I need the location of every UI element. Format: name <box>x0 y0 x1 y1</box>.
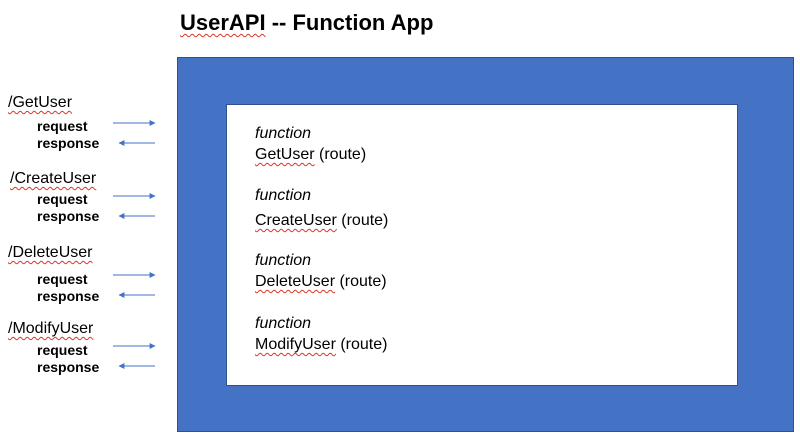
endpoint-route-modifyuser: /ModifyUser <box>8 320 94 337</box>
function-keyword: function <box>255 315 312 332</box>
request-label: request <box>37 342 88 358</box>
function-modifyuser: function ModifyUser (route) <box>255 313 387 355</box>
response-label: response <box>37 359 100 375</box>
function-route-suffix: (route) <box>335 273 387 290</box>
function-name: CreateUser <box>255 212 337 229</box>
function-signature: ModifyUser (route) <box>255 334 387 355</box>
endpoint-route-deleteuser: /DeleteUser <box>8 244 93 261</box>
function-keyword: function <box>255 187 312 204</box>
response-label: response <box>37 208 100 224</box>
response-label: response <box>37 135 100 151</box>
function-signature: GetUser (route) <box>255 144 366 165</box>
function-route-suffix: (route) <box>335 336 388 353</box>
function-name: DeleteUser <box>255 273 336 290</box>
function-signature: DeleteUser (route) <box>255 271 387 292</box>
function-getuser: function GetUser (route) <box>255 123 366 165</box>
function-createuser: function CreateUser (route) <box>255 185 388 231</box>
function-keyword: function <box>255 252 312 269</box>
function-name: ModifyUser <box>255 336 336 353</box>
function-route-suffix: (route) <box>314 146 367 163</box>
function-deleteuser: function DeleteUser (route) <box>255 250 387 292</box>
title-app-name: UserAPI <box>180 10 266 35</box>
function-signature: CreateUser (route) <box>255 210 388 231</box>
functions-container <box>226 104 738 386</box>
title-suffix: -- Function App <box>265 10 434 35</box>
function-name: GetUser <box>255 146 315 163</box>
function-keyword: function <box>255 125 312 142</box>
request-label: request <box>37 118 88 134</box>
function-route-suffix: (route) <box>336 212 389 229</box>
response-label: response <box>37 288 100 304</box>
endpoint-route-getuser: /GetUser <box>8 94 73 111</box>
request-label: request <box>37 271 88 287</box>
diagram-title: UserAPI -- Function App <box>180 10 433 36</box>
request-label: request <box>37 191 88 207</box>
endpoint-route-createuser: /CreateUser <box>10 170 97 187</box>
